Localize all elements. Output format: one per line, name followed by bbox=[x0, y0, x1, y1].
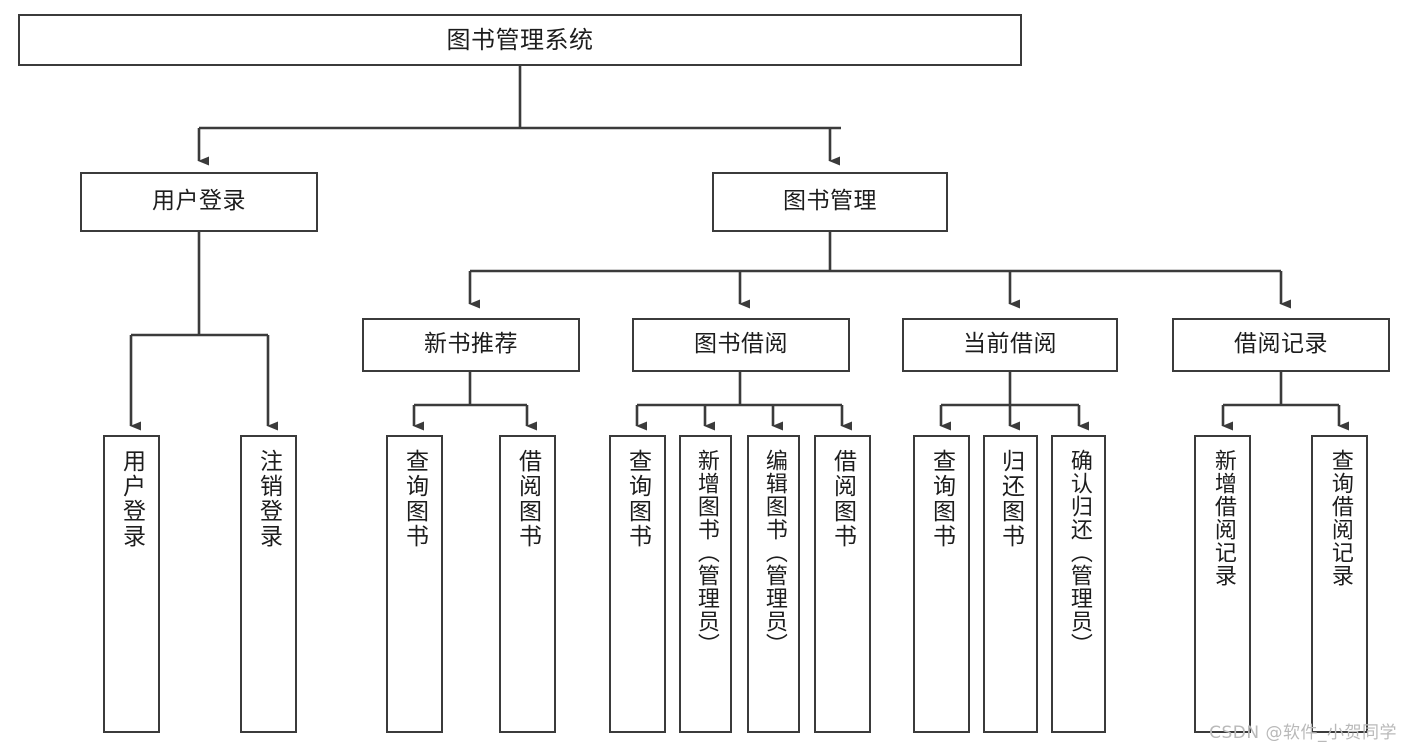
node-user-login[interactable]: 用户登录 bbox=[80, 172, 318, 232]
leaf-add-borrow-record[interactable]: 新增借阅记录 bbox=[1194, 435, 1251, 733]
leaf-logout-login[interactable]: 注销登录 bbox=[240, 435, 297, 733]
leaf-confirm-return-admin-label: 确认归还（管理员） bbox=[1066, 449, 1092, 656]
leaf-user-login-label: 用户登录 bbox=[118, 449, 145, 549]
leaf-add-book-admin[interactable]: 新增图书（管理员） bbox=[679, 435, 732, 733]
node-borrow-record[interactable]: 借阅记录 bbox=[1172, 318, 1390, 372]
node-root[interactable]: 图书管理系统 bbox=[18, 14, 1022, 66]
node-root-label: 图书管理系统 bbox=[446, 25, 594, 54]
leaf-return-book[interactable]: 归还图书 bbox=[983, 435, 1038, 733]
leaf-query-book-1[interactable]: 查询图书 bbox=[386, 435, 443, 733]
leaf-return-book-label: 归还图书 bbox=[997, 449, 1024, 549]
leaf-query-book-1-label: 查询图书 bbox=[401, 449, 428, 549]
node-borrow-record-label: 借阅记录 bbox=[1234, 331, 1328, 358]
leaf-add-book-admin-label: 新增图书（管理员） bbox=[693, 449, 719, 656]
node-user-login-label: 用户登录 bbox=[152, 188, 246, 215]
leaf-confirm-return-admin[interactable]: 确认归还（管理员） bbox=[1051, 435, 1106, 733]
leaf-query-borrow-record[interactable]: 查询借阅记录 bbox=[1311, 435, 1368, 733]
node-book-manage-label: 图书管理 bbox=[783, 188, 877, 215]
leaf-query-book-3-label: 查询图书 bbox=[928, 449, 955, 549]
leaf-borrow-book-2-label: 借阅图书 bbox=[829, 449, 856, 549]
node-book-borrow[interactable]: 图书借阅 bbox=[632, 318, 850, 372]
node-current-borrow-label: 当前借阅 bbox=[963, 331, 1057, 358]
leaf-borrow-book-1-label: 借阅图书 bbox=[514, 449, 541, 549]
leaf-query-book-2-label: 查询图书 bbox=[624, 449, 651, 549]
leaf-edit-book-admin[interactable]: 编辑图书（管理员） bbox=[747, 435, 800, 733]
node-book-borrow-label: 图书借阅 bbox=[694, 331, 788, 358]
leaf-borrow-book-1[interactable]: 借阅图书 bbox=[499, 435, 556, 733]
node-book-manage[interactable]: 图书管理 bbox=[712, 172, 948, 232]
leaf-logout-login-label: 注销登录 bbox=[255, 449, 282, 549]
leaf-edit-book-admin-label: 编辑图书（管理员） bbox=[761, 449, 787, 656]
leaf-add-borrow-record-label: 新增借阅记录 bbox=[1210, 449, 1236, 587]
leaf-query-book-2[interactable]: 查询图书 bbox=[609, 435, 666, 733]
node-new-book-recommend-label: 新书推荐 bbox=[424, 331, 518, 358]
leaf-query-book-3[interactable]: 查询图书 bbox=[913, 435, 970, 733]
node-new-book-recommend[interactable]: 新书推荐 bbox=[362, 318, 580, 372]
leaf-user-login[interactable]: 用户登录 bbox=[103, 435, 160, 733]
leaf-query-borrow-record-label: 查询借阅记录 bbox=[1327, 449, 1353, 587]
leaf-borrow-book-2[interactable]: 借阅图书 bbox=[814, 435, 871, 733]
node-current-borrow[interactable]: 当前借阅 bbox=[902, 318, 1118, 372]
